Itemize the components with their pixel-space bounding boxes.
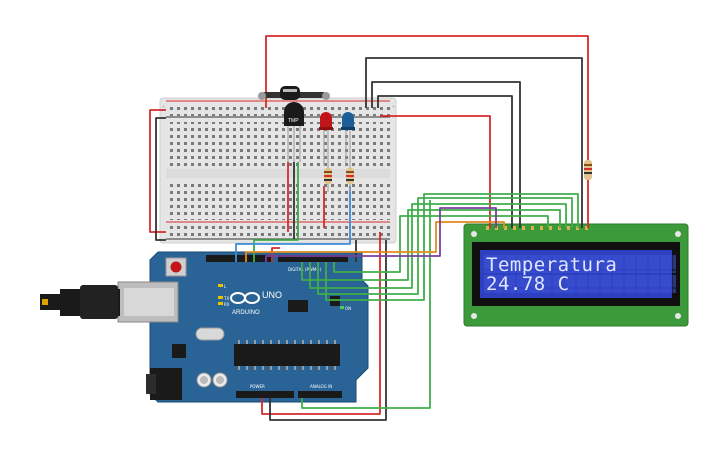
arduino-infinity-logo [230,292,260,304]
svg-text:+: + [162,104,165,109]
digital-pins-label: DIGITAL (PWM~) [288,267,322,272]
resistor-2 [346,160,354,192]
power-header [236,391,294,398]
wires [149,35,589,421]
power-label: POWER [250,384,265,389]
blue-led [341,112,355,166]
wire-red [265,35,589,162]
wire-purple [265,207,497,262]
digital-header-left [206,255,272,262]
wire-green [325,193,579,301]
microcontroller-chip [234,344,340,366]
wire-green [301,200,431,409]
potentiometer [258,86,330,100]
sensor-label: TMP [288,118,299,124]
wire-black [377,95,513,228]
resistor-3 [584,160,592,180]
lcd-16x2-module: Temperatura 24.78 C [463,223,689,327]
digital-header-right [278,255,348,262]
usb-cable [40,285,120,319]
analog-in-label: ANALOG IN [310,384,332,389]
svg-text:+: + [392,104,395,109]
lcd-line-1: Temperatura [486,254,617,276]
rx-label: RX [224,302,230,307]
wire-blue [235,186,351,262]
arduino-model-text: UNO [262,290,282,300]
wire-black [155,117,166,241]
svg-text:-: - [392,115,394,120]
wire-green [301,209,561,281]
wire-green [317,197,573,295]
lcd-line-2: 24.78 C [486,273,570,295]
wire-black [365,57,583,228]
wire-red [261,232,381,415]
temperature-sensor-tmp36: TMP [284,102,304,162]
wire-green [309,203,567,289]
wire-black [371,81,521,228]
resistor-1 [324,160,332,192]
wire-red [380,115,491,228]
wire-green [253,162,299,262]
wire-black [269,240,387,421]
l-led-label: L [224,284,227,289]
arduino-uno-board: ARDUINO UNO DIGITAL (PWM~) POWER ANALOG … [40,251,369,403]
wire-green [333,215,549,273]
wire-orange [245,221,505,262]
on-led-label: ON [345,306,351,311]
analog-header [298,391,342,398]
wire-red [149,109,166,233]
tx-label: TX [223,296,229,301]
breadboard: + - + - [159,97,397,244]
wire-red [271,247,280,262]
crystal-oscillator [195,327,225,341]
arduino-logo-text: ARDUINO [232,310,260,316]
